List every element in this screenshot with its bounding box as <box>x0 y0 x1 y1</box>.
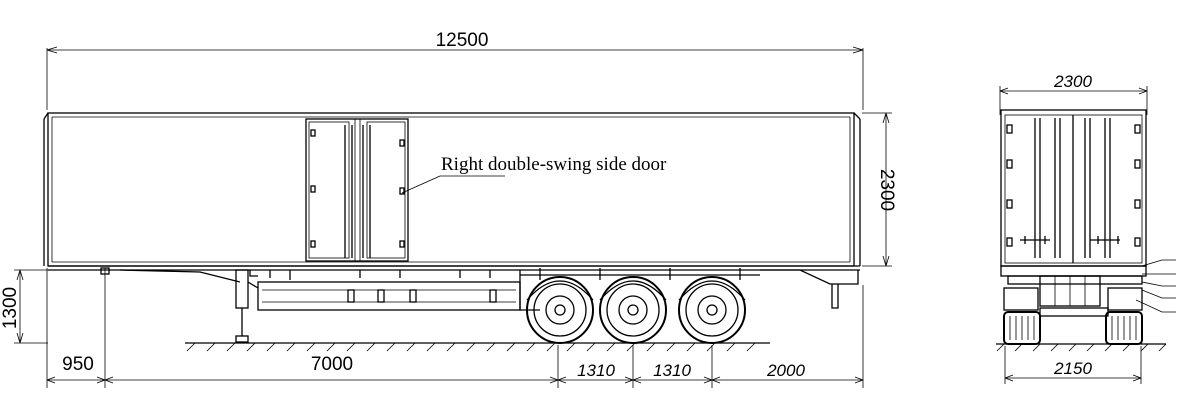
axle-spacing-1-label: 1310 <box>577 361 615 380</box>
fifth-wheel-height-label: 1300 <box>0 287 21 329</box>
ground-line <box>185 342 770 352</box>
rear-ground-line <box>996 343 1167 352</box>
side-view: 12500 <box>0 30 897 388</box>
rear-chassis <box>1000 265 1147 317</box>
box-body <box>43 112 861 267</box>
side-door <box>305 118 409 262</box>
bottom-dimension-chain: 950 7000 1310 1310 2000 <box>46 268 864 388</box>
door-callout: Right double-swing side door <box>401 154 667 194</box>
rear-body <box>1000 109 1147 267</box>
kingpin-to-axle-label: 7000 <box>311 354 353 375</box>
chassis-frame <box>48 265 860 343</box>
rear-leader-lines <box>1135 259 1176 313</box>
axle-wheels <box>526 276 746 344</box>
kingpin-offset-label: 950 <box>62 354 94 375</box>
track-width-label: 2150 <box>1053 359 1092 378</box>
wheel-2 <box>599 276 667 344</box>
rear-tires <box>1003 311 1143 345</box>
wheel-3 <box>678 276 746 344</box>
overall-length-dimension: 12500 <box>46 30 864 110</box>
body-width-dimension: 2300 <box>999 72 1148 115</box>
track-width-dimension: 2150 <box>1004 346 1142 384</box>
body-height-dimension: 2300 <box>862 112 897 267</box>
rear-overhang-label: 2000 <box>766 361 805 380</box>
body-height-label: 2300 <box>876 169 897 211</box>
overall-length-label: 12500 <box>436 30 489 51</box>
axle-spacing-2-label: 1310 <box>653 361 691 380</box>
rear-view: 2300 <box>996 72 1176 384</box>
door-callout-label: Right double-swing side door <box>441 154 667 175</box>
rear-width-label: 2300 <box>1053 72 1092 91</box>
fifth-wheel-height-dimension: 1300 <box>0 269 48 344</box>
